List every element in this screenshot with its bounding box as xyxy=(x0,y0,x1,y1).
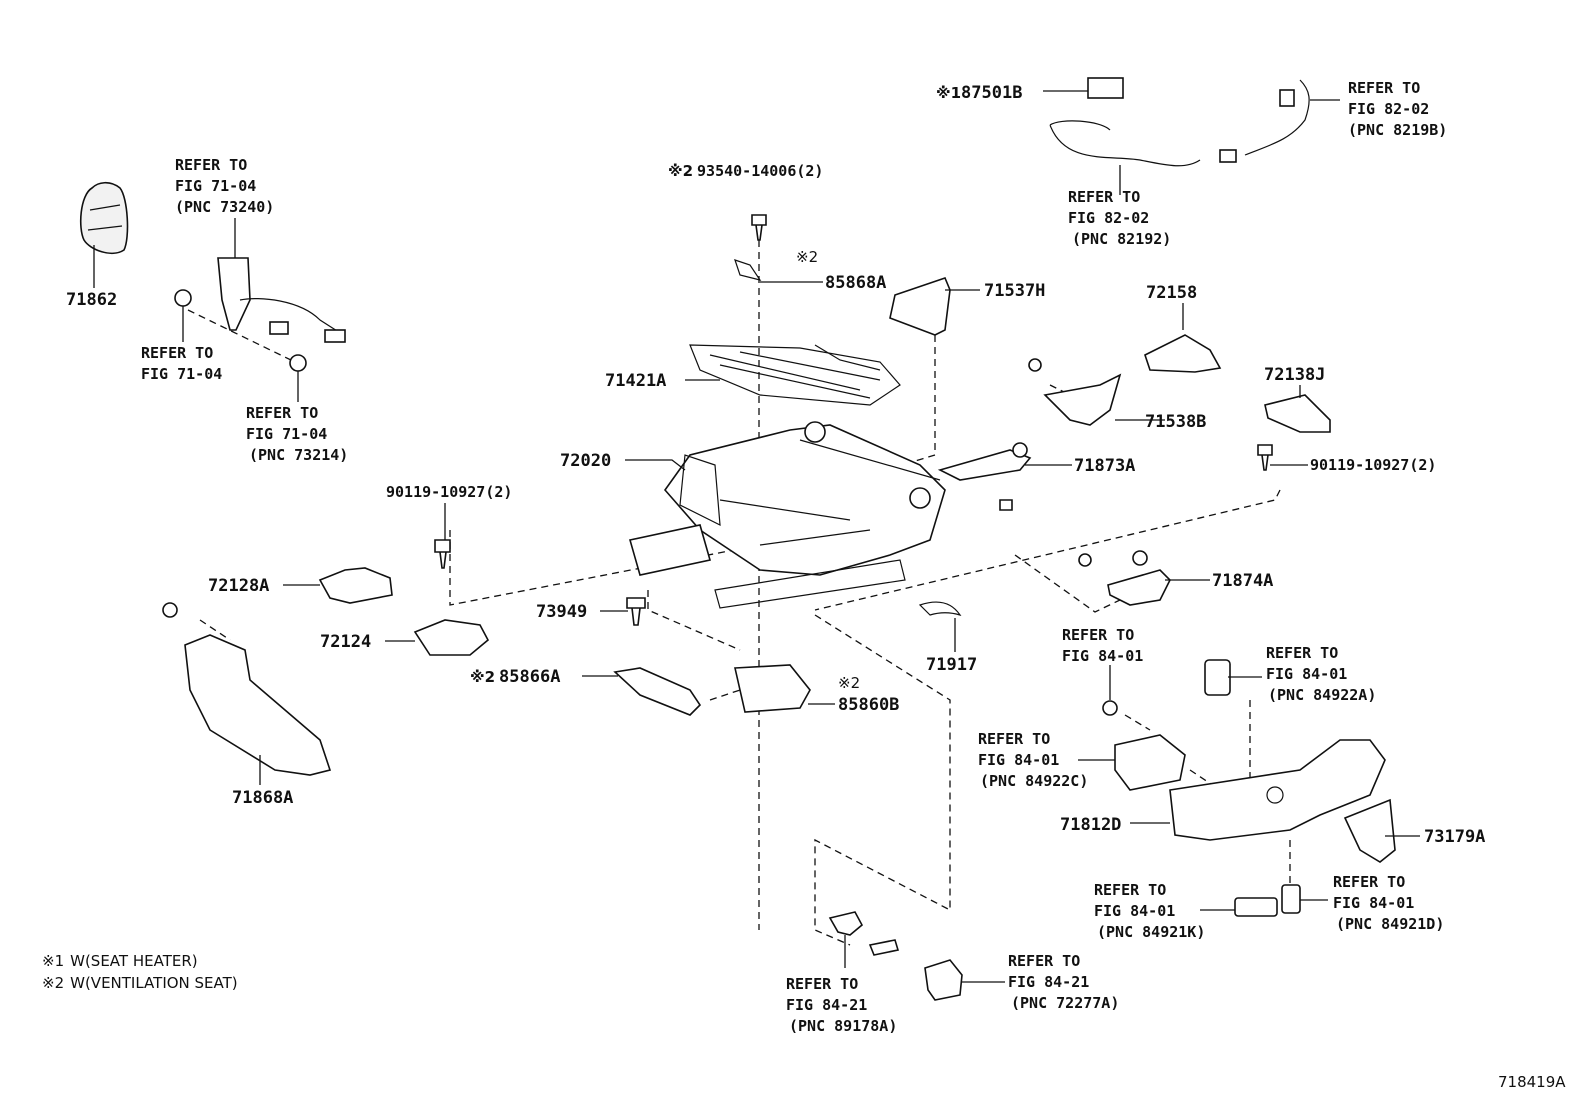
ref-fig-82-02-pnc-8219B: REFER TO FIG 82-02 (PNC 8219B) xyxy=(1348,79,1447,139)
part-72128A-label: 72128A xyxy=(208,576,269,596)
part-85860B-label: 85860B xyxy=(838,695,899,715)
part-72124-shape xyxy=(413,619,490,656)
part-71868A-label: 71868A xyxy=(232,788,293,808)
part-72020-label: 72020 xyxy=(560,451,611,471)
part-71537H-shape xyxy=(889,277,951,336)
part-87501B-label: ※187501B xyxy=(936,83,1022,103)
switch-84921K-shape xyxy=(1234,897,1278,917)
part-71862-shape xyxy=(79,181,129,255)
part-71868A-shape xyxy=(184,634,332,776)
leader-lines xyxy=(93,90,1420,983)
part-90119-left-label: 90119-10927(2) xyxy=(386,483,512,501)
part-72277A-shape xyxy=(924,959,963,1001)
part-72138J-shape xyxy=(1264,394,1331,433)
part-72138J-label: 72138J xyxy=(1264,365,1325,385)
part-72020-shape xyxy=(663,424,946,576)
part-72158-shape xyxy=(1144,334,1222,373)
seat-belt-buckle-shape xyxy=(217,257,251,331)
part-89178A-shape xyxy=(828,911,864,936)
ref-fig-84-01-pnc-84922A: REFER TO FIG 84-01 (PNC 84922A) xyxy=(1266,644,1376,704)
part-90119-right-label: 90119-10927(2) xyxy=(1310,456,1436,474)
diagram-code: 718419A xyxy=(1498,1073,1566,1091)
ref-fig-71-04-pnc-73240: REFER TO FIG 71-04 (PNC 73240) xyxy=(175,156,274,216)
part-73949-label: 73949 xyxy=(536,602,587,622)
ref-fig-84-01-pnc-84921D: REFER TO FIG 84-01 (PNC 84921D) xyxy=(1333,873,1444,933)
part-71874A-label: 71874A xyxy=(1212,571,1273,591)
part-85868A-label: 85868A xyxy=(825,273,886,293)
ref-fig-82-02-pnc-82192: REFER TO FIG 82-02 (PNC 82192) xyxy=(1068,188,1171,248)
part-85866A-shape xyxy=(613,667,702,716)
part-71862-label: 71862 xyxy=(66,290,117,310)
switch-84922A-shape xyxy=(1204,659,1231,696)
part-71812D-shape xyxy=(1169,739,1386,841)
switch-84921D-shape xyxy=(1281,884,1301,914)
ref-fig-84-01-pnc-84922C: REFER TO FIG 84-01 (PNC 84922C) xyxy=(978,730,1088,790)
part-71873A-shape xyxy=(937,449,1032,481)
part-72158-label: 72158 xyxy=(1146,283,1197,303)
part-71421A-label: 71421A xyxy=(605,371,666,391)
part-73949-shape xyxy=(626,597,646,626)
part-71917-shape xyxy=(918,601,962,617)
part-85868A-mark: ※2 xyxy=(796,248,818,266)
part-71538B-label: 71538B xyxy=(1145,412,1206,432)
part-73179A-shape xyxy=(1343,798,1396,863)
part-71812D-label: 71812D xyxy=(1060,815,1121,835)
part-85860B-shape xyxy=(734,664,811,713)
ref-fig-84-21-pnc-72277A: REFER TO FIG 84-21 (PNC 72277A) xyxy=(1008,952,1119,1012)
switch-84922C-shape xyxy=(1114,734,1186,791)
ref-fig-84-01: REFER TO FIG 84-01 xyxy=(1062,626,1143,665)
ref-fig-84-21-pnc-89178A: REFER TO FIG 84-21 (PNC 89178A) xyxy=(786,975,897,1035)
part-72128A-shape xyxy=(318,567,393,604)
part-72124-label: 72124 xyxy=(320,632,371,652)
part-71874A-shape xyxy=(1107,569,1171,606)
part-71421A-shape xyxy=(689,344,901,406)
part-71538B-shape xyxy=(1043,373,1122,426)
part-71537H-label: 71537H xyxy=(984,281,1045,301)
ref-fig-84-01-pnc-84921K: REFER TO FIG 84-01 (PNC 84921K) xyxy=(1094,881,1205,941)
part-shapes xyxy=(79,77,1396,1001)
refer-labels: REFER TO FIG 71-04 (PNC 73240) REFER TO … xyxy=(141,79,1447,1035)
assembly-lines xyxy=(187,228,1291,946)
ref-fig-71-04: REFER TO FIG 71-04 xyxy=(141,344,222,383)
part-85868A-shape xyxy=(734,259,762,281)
part-71917-label: 71917 xyxy=(926,655,977,675)
ref-fig-71-04-pnc-73214: REFER TO FIG 71-04 (PNC 73214) xyxy=(246,404,348,464)
part-71873A-label: 71873A xyxy=(1074,456,1135,476)
part-85860B-mark: ※2 xyxy=(838,674,860,692)
part-73179A-label: 73179A xyxy=(1424,827,1485,847)
part-87501B-shape xyxy=(1087,77,1124,99)
